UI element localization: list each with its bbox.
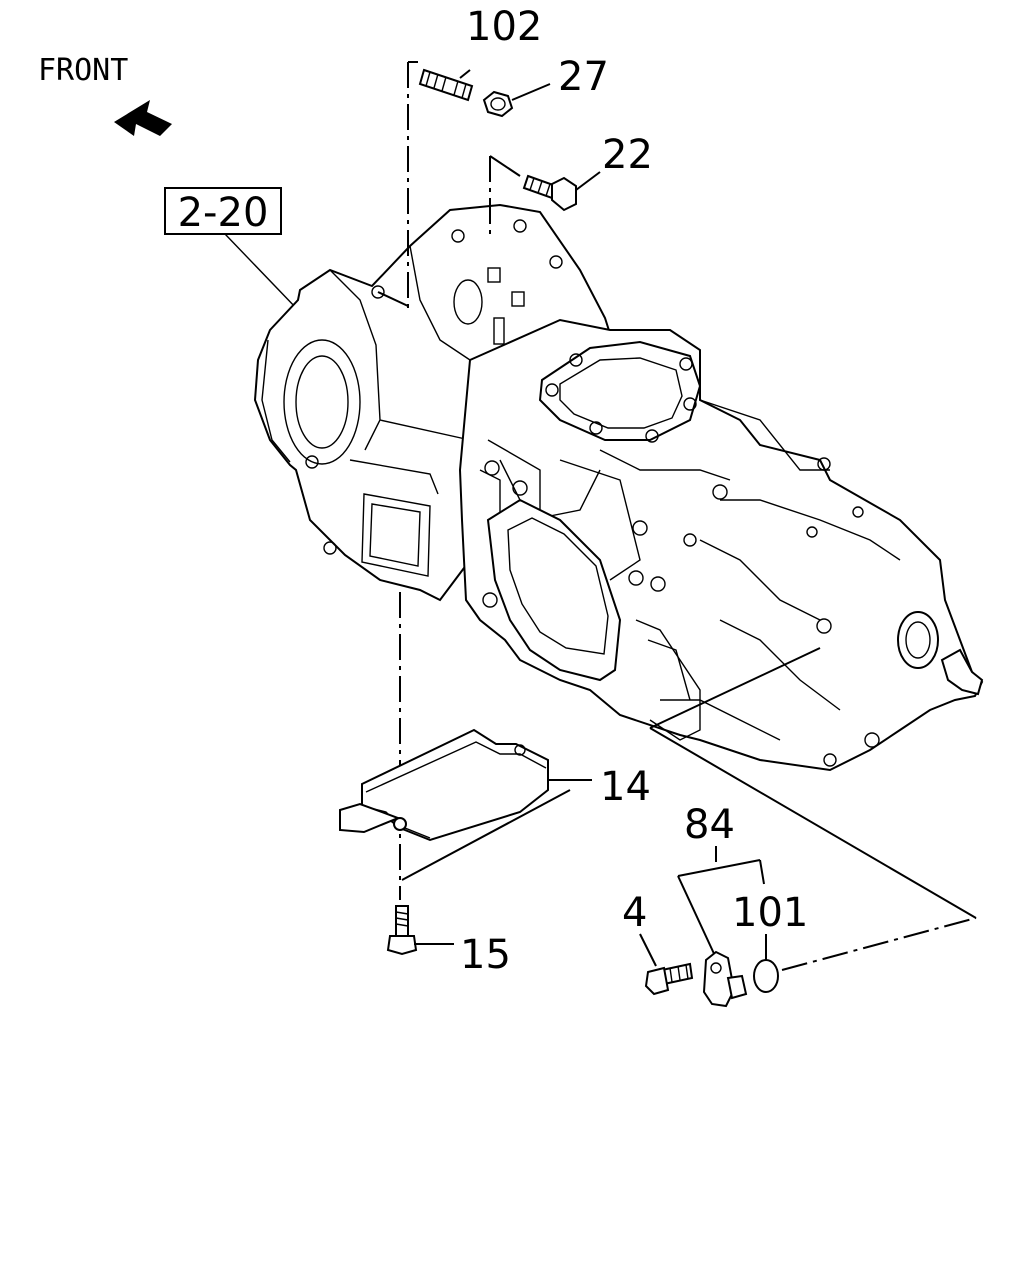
leader-102 [459, 69, 471, 79]
sensor-84[interactable] [702, 950, 748, 1008]
front-arrow-icon [114, 100, 172, 136]
transmission-assembly[interactable] [253, 203, 984, 772]
leader-84-case [649, 727, 977, 919]
bolt-4[interactable] [644, 962, 694, 996]
reference-box-label: 2-20 [178, 190, 269, 236]
front-label: FRONT [38, 53, 128, 88]
leader-84-left [677, 875, 717, 959]
leader-15-tie [401, 789, 571, 881]
bolt-15[interactable] [386, 905, 418, 956]
callout-101[interactable]: 101 [732, 890, 808, 936]
cover-plate-14[interactable] [339, 728, 549, 842]
callout-15[interactable]: 15 [460, 932, 511, 978]
leader-102-tie [377, 291, 409, 307]
leader-22-cap [489, 155, 521, 177]
leader-22 [575, 171, 601, 191]
callout-102[interactable]: 102 [466, 4, 542, 50]
nut-27[interactable] [482, 90, 514, 118]
reference-leader [224, 233, 299, 311]
callout-22[interactable]: 22 [602, 132, 653, 178]
callout-4[interactable]: 4 [622, 890, 647, 936]
leader-27 [511, 83, 551, 101]
callout-84[interactable]: 84 [684, 802, 735, 848]
o-ring-101[interactable] [753, 959, 779, 993]
leader-84-dash [781, 917, 977, 971]
leader-4 [639, 933, 657, 967]
callout-14[interactable]: 14 [600, 764, 651, 810]
stud-102[interactable] [418, 68, 474, 102]
callout-27[interactable]: 27 [558, 54, 609, 100]
bolt-22[interactable] [522, 174, 577, 212]
reference-box[interactable]: 2-20 [164, 187, 282, 236]
leader-84-bar [677, 859, 761, 877]
leader-84-case-tie [649, 647, 821, 729]
leader-84-right [759, 859, 765, 885]
